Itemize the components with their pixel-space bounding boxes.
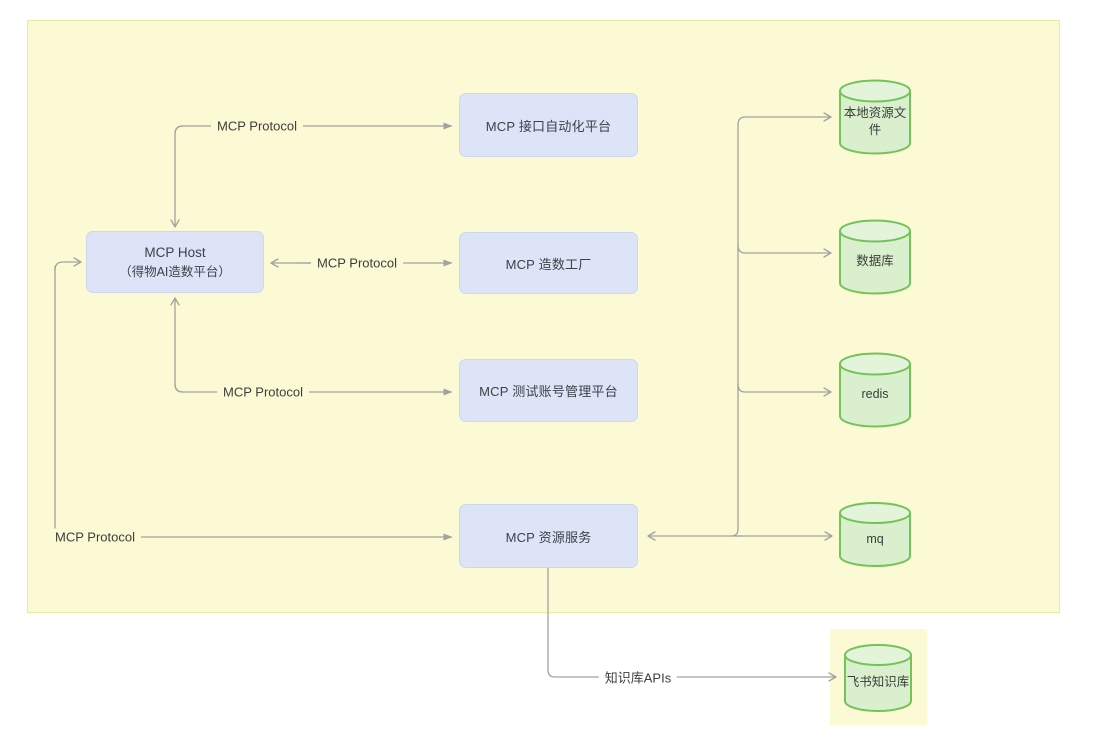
node-label: MCP 造数工厂 xyxy=(505,256,592,272)
edge-label-protocol-middle: MCP Protocol xyxy=(311,254,403,272)
node-test-account-platform: MCP 测试账号管理平台 xyxy=(459,359,638,422)
datastore-label: mq xyxy=(866,531,884,546)
edge-label-protocol-bottom: MCP Protocol xyxy=(217,383,309,401)
datastore-label: 本地资源文件 xyxy=(843,105,907,138)
node-data-factory: MCP 造数工厂 xyxy=(459,232,638,294)
edge-label-knowledge-api: 知识库APIs xyxy=(598,666,678,688)
mcp-host-title: MCP Host xyxy=(144,245,206,261)
cylinder-icon xyxy=(839,502,911,567)
cylinder-icon xyxy=(844,644,912,712)
edge-label-protocol-top: MCP Protocol xyxy=(211,117,303,135)
cylinder-icon xyxy=(839,352,911,428)
datastore-label: 飞书知识库 xyxy=(846,675,910,690)
datastore-database: 数据库 xyxy=(837,218,913,296)
datastore-label: 数据库 xyxy=(856,254,894,269)
node-mcp-host: MCP Host （得物AI造数平台） xyxy=(86,231,264,293)
datastore-local-resource-files: 本地资源文件 xyxy=(837,78,913,156)
mcp-host-subtitle: （得物AI造数平台） xyxy=(119,264,231,279)
edge-label-protocol-left: MCP Protocol xyxy=(49,528,141,546)
datastore-feishu-knowledge-base: 飞书知识库 xyxy=(842,643,914,713)
datastore-label: redis xyxy=(861,387,889,402)
datastore-mq: mq xyxy=(837,501,913,568)
cylinder-icon xyxy=(839,79,911,155)
node-resource-service: MCP 资源服务 xyxy=(459,504,638,568)
node-api-automation-platform: MCP 接口自动化平台 xyxy=(459,93,638,157)
datastore-redis: redis xyxy=(837,351,913,429)
node-label: MCP 接口自动化平台 xyxy=(485,118,612,134)
cylinder-icon xyxy=(839,219,911,295)
node-label: MCP 测试账号管理平台 xyxy=(479,384,618,399)
node-label: MCP 资源服务 xyxy=(505,529,592,545)
